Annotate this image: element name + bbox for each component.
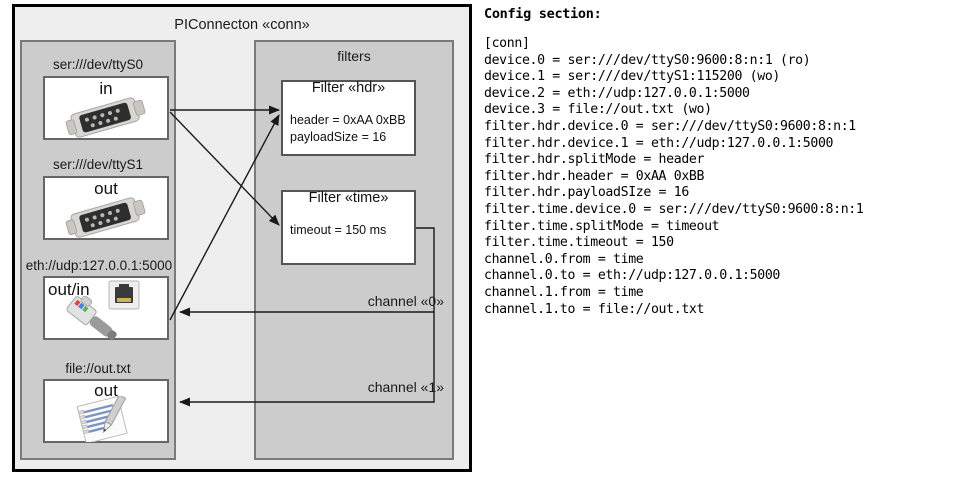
config-section: Config section: [conn]device.0 = ser:///… (484, 6, 960, 318)
filter-prop-time-timeout: timeout = 150 ms (290, 223, 387, 237)
device-label-ttyS0: ser:///dev/ttyS0 (52, 57, 144, 72)
ethernet-cable-icon (66, 296, 117, 340)
device-label-eth: eth://udp:127.0.0.1:5000 (25, 258, 173, 273)
config-line: filter.time.splitMode = timeout (484, 218, 720, 234)
channel-label-0: channel «0» (367, 293, 444, 309)
serial-db9-icon (65, 97, 146, 138)
config-line: filter.time.timeout = 150 (484, 235, 674, 251)
config-line: device.3 = file://out.txt (wo) (484, 102, 712, 118)
filter-title-time: Filter «time» (308, 190, 389, 206)
serial-db9-icon (65, 197, 146, 238)
config-line: filter.hdr.payloadSIze = 16 (484, 185, 689, 201)
config-line: channel.0.to = eth://udp:127.0.0.1:5000 (484, 268, 780, 284)
config-line: device.1 = ser:///dev/ttyS1:115200 (wo) (484, 69, 780, 85)
config-line: device.0 = ser:///dev/ttyS0:9600:8:n:1 (… (484, 52, 811, 68)
config-line: filter.hdr.splitMode = header (484, 152, 705, 168)
config-line: filter.time.device.0 = ser:///dev/ttyS0:… (484, 201, 864, 217)
config-line: device.2 = eth://udp:127.0.0.1:5000 (484, 85, 750, 101)
device-label-file: file://out.txt (65, 361, 131, 376)
config-text[interactable]: [conn]device.0 = ser:///dev/ttyS0:9600:8… (484, 36, 960, 318)
channel-label-1: channel «1» (367, 379, 444, 395)
filters-panel-title: filters (337, 48, 371, 64)
config-heading: Config section: (484, 6, 602, 22)
config-line: channel.0.from = time (484, 251, 644, 267)
config-line: channel.1.to = file://out.txt (484, 301, 705, 317)
diagram-title: PIConnecton «conn» (174, 17, 310, 33)
config-line: filter.hdr.device.0 = ser:///dev/ttyS0:9… (484, 118, 856, 134)
ethernet-rj45-icon (108, 280, 140, 310)
device-io-eth: out/in (48, 280, 90, 299)
device-label-ttyS1: ser:///dev/ttyS1 (52, 157, 144, 172)
config-line: channel.1.from = time (484, 284, 644, 300)
filter-prop-hdr-header: header = 0xAA 0xBB (290, 113, 406, 127)
config-line: filter.hdr.header = 0xAA 0xBB (484, 168, 705, 184)
config-line: filter.hdr.device.1 = eth://udp:127.0.0.… (484, 135, 834, 151)
config-line: [conn] (484, 36, 530, 51)
filter-prop-hdr-payload: payloadSize = 16 (290, 130, 387, 144)
filter-title-hdr: Filter «hdr» (311, 80, 386, 96)
device-io-ttyS1: out (94, 179, 118, 198)
text-file-pen-icon (76, 396, 128, 442)
filter-box-hdr[interactable] (281, 80, 416, 156)
device-io-ttyS0: in (99, 79, 113, 98)
device-io-file: out (94, 381, 118, 400)
